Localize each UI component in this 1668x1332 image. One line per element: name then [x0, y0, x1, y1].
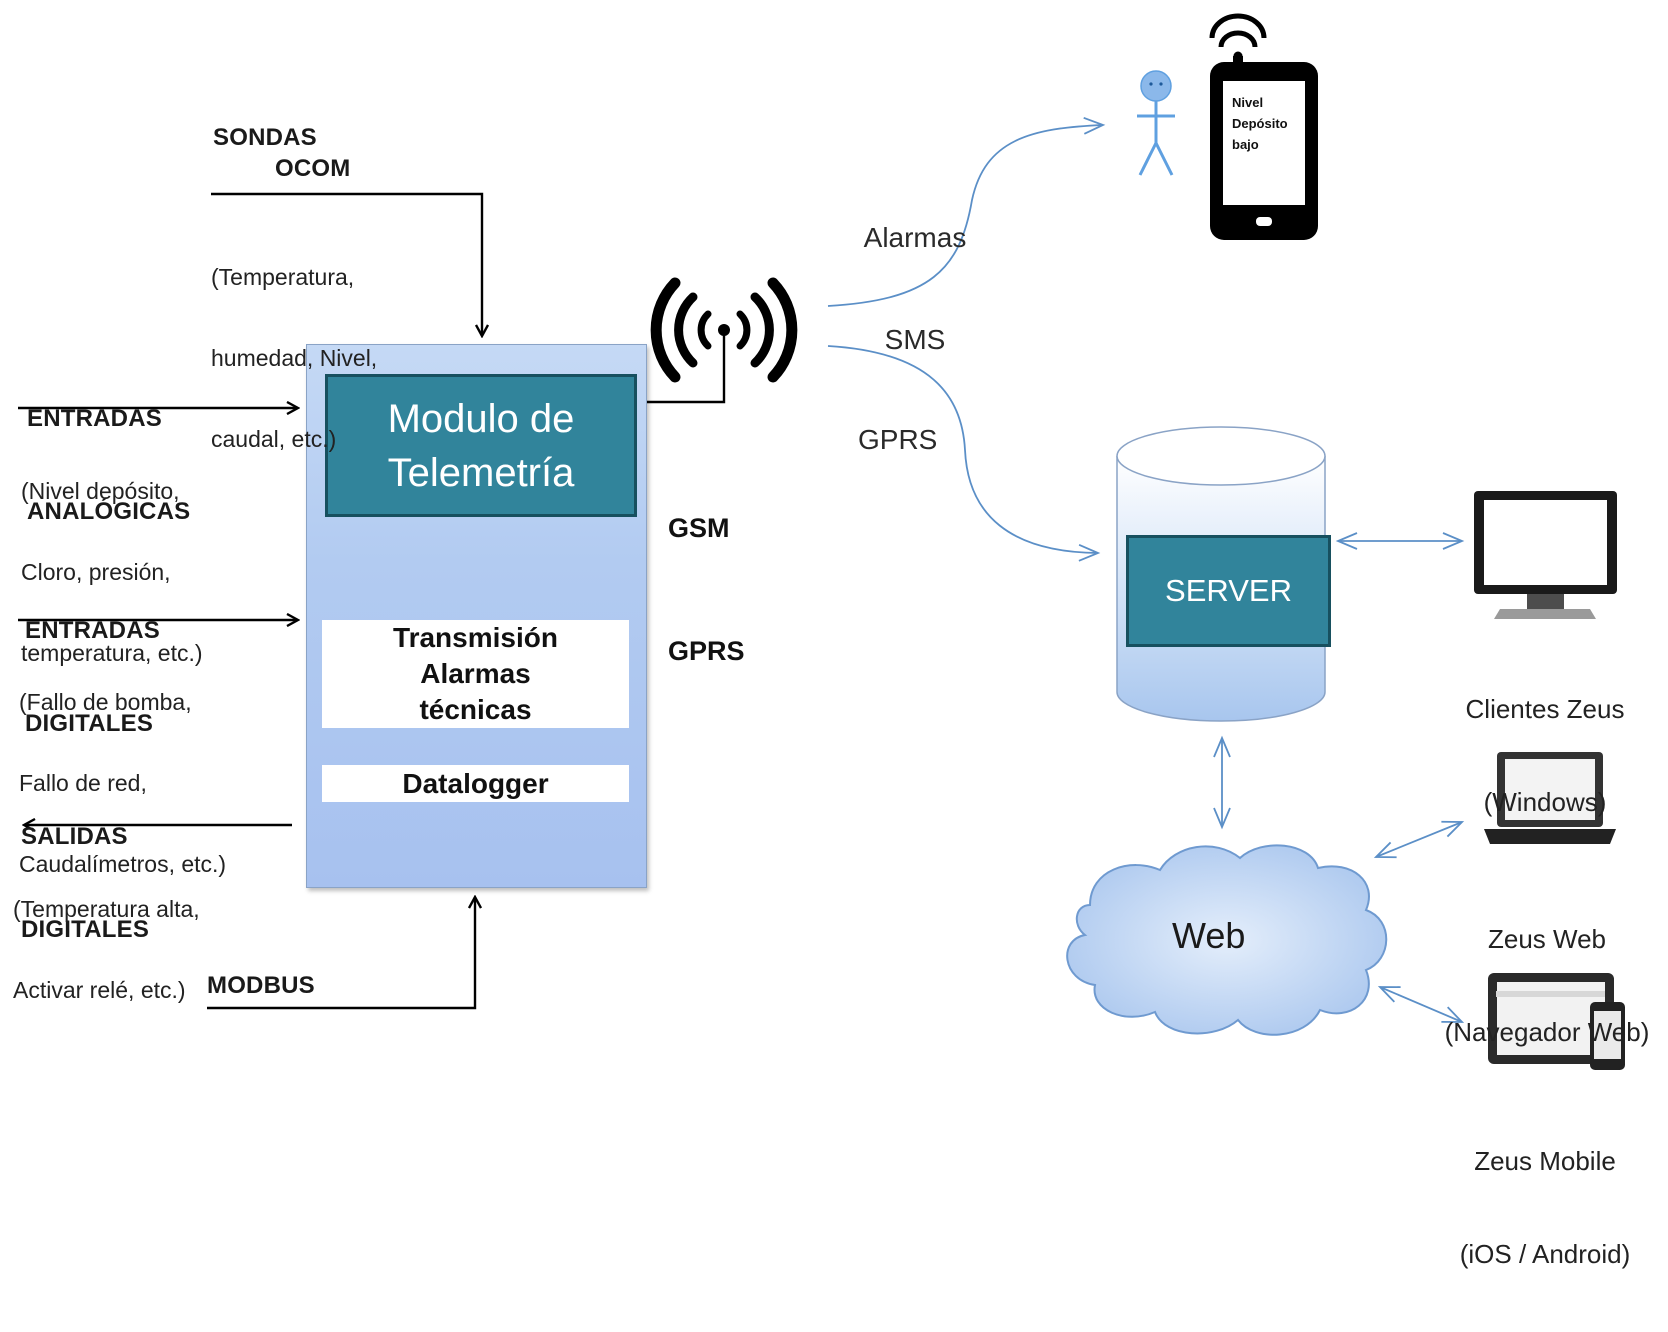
sondas-title-line1: SONDAS — [213, 124, 317, 151]
digital-title-line2: DIGITALES — [25, 710, 154, 737]
transmission-box: Transmisión Alarmas técnicas — [322, 620, 629, 728]
windows-caption-line1: Clientes Zeus — [1465, 694, 1625, 724]
modbus-title: MODBUS — [207, 972, 315, 999]
phone-text-line1: Nivel — [1232, 95, 1264, 110]
web-laptop-link — [1373, 820, 1465, 859]
tablet-phone-icon — [1488, 973, 1625, 1070]
output-desc-line1: (Temperatura alta, — [13, 896, 200, 922]
windows-caption-line2: (Windows) — [1483, 787, 1607, 817]
antenna-labels: GSM GPRS — [668, 426, 745, 754]
digital-desc-line2: Fallo de red, — [19, 770, 147, 796]
digital-desc-line3: Caudalímetros, etc.) — [19, 851, 227, 877]
analog-title-line2: ANALÓGICAS — [27, 498, 191, 525]
web-client-caption: Zeus Web (Navegador Web) — [1436, 862, 1658, 1110]
server-box: SERVER — [1126, 535, 1331, 647]
antenna-link — [645, 332, 726, 404]
sondas-arrow — [211, 192, 482, 336]
gsm-label: GSM — [668, 513, 730, 543]
digital-title: ENTRADAS DIGITALES — [25, 553, 160, 801]
transmission-line3: técnicas — [419, 694, 532, 725]
web-label: Web — [1172, 915, 1246, 956]
web-caption-line1: Zeus Web — [1487, 924, 1606, 954]
sondas-title-line2: OCOM — [275, 155, 351, 182]
antenna-icon — [650, 277, 798, 383]
analog-title: ENTRADAS ANALÓGICAS — [27, 341, 190, 589]
person-icon — [1137, 70, 1175, 176]
transmission-line1: Transmisión — [393, 622, 558, 653]
gprs-band-label: GPRS — [668, 636, 745, 666]
sms-caption: Alarmas SMS — [850, 153, 980, 425]
monitor-icon — [1474, 491, 1617, 619]
mobile-caption-line1: Zeus Mobile — [1474, 1146, 1616, 1176]
sondas-desc-line3: caudal, etc.) — [211, 426, 337, 452]
web-tablet-link — [1377, 986, 1465, 1023]
output-desc-line2: Activar relé, etc.) — [13, 977, 186, 1003]
cloud-icon — [1066, 844, 1388, 1036]
module-title-box: Modulo de Telemetría — [325, 374, 637, 517]
datalogger-box: Datalogger — [322, 765, 629, 802]
analog-title-line1: ENTRADAS — [27, 405, 162, 432]
sondas-desc-line1: (Temperatura, — [211, 264, 355, 290]
gprs-link — [827, 345, 1101, 562]
phone-text-line2: Depósito — [1232, 116, 1288, 131]
sms-caption-line2: SMS — [884, 324, 946, 355]
mobile-caption-line2: (iOS / Android) — [1459, 1239, 1631, 1269]
digital-title-line1: ENTRADAS — [25, 617, 160, 644]
server-label: SERVER — [1165, 573, 1292, 608]
sms-caption-line1: Alarmas — [863, 222, 967, 253]
gprs-caption: GPRS — [858, 424, 938, 455]
modbus-arrow — [207, 897, 475, 1010]
mobile-client-caption: Zeus Mobile (iOS / Android) — [1440, 1084, 1650, 1332]
sondas-desc: (Temperatura, humedad, Nivel, caudal, et… — [211, 210, 377, 507]
output-title: SALIDAS DIGITALES — [21, 759, 149, 1007]
analog-desc-line2: Cloro, presión, — [21, 559, 171, 585]
sondas-desc-line2: humedad, Nivel, — [211, 345, 378, 371]
smartphone-icon — [1209, 13, 1318, 240]
diagram-canvas: Modulo de Telemetría Transmisión Alarmas… — [13, 13, 1658, 1269]
module-title-line2: Telemetría — [387, 450, 575, 495]
analog-desc: (Nivel depósito, Cloro, presión, tempera… — [21, 424, 203, 721]
output-title-line2: DIGITALES — [21, 916, 150, 943]
module-title-line1: Modulo de — [387, 396, 575, 441]
digital-desc: (Fallo de bomba, Fallo de red, Caudalíme… — [19, 635, 226, 932]
web-caption-line2: (Navegador Web) — [1444, 1017, 1650, 1047]
analog-desc-line3: temperatura, etc.) — [21, 640, 203, 666]
analog-desc-line1: (Nivel depósito, — [21, 478, 180, 504]
phone-text-line3: bajo — [1232, 137, 1259, 152]
windows-client-caption: Clientes Zeus (Windows) — [1440, 632, 1650, 880]
laptop-icon — [1484, 752, 1616, 844]
sms-link — [827, 116, 1106, 307]
phone-screen-text: Nivel Depósito bajo — [1232, 92, 1288, 155]
digital-desc-line1: (Fallo de bomba, — [19, 689, 192, 715]
datalogger-label: Datalogger — [402, 768, 549, 799]
output-desc: (Temperatura alta, Activar relé, etc.) — [13, 842, 200, 1058]
output-title-line1: SALIDAS — [21, 823, 128, 850]
transmission-line2: Alarmas — [420, 658, 531, 689]
